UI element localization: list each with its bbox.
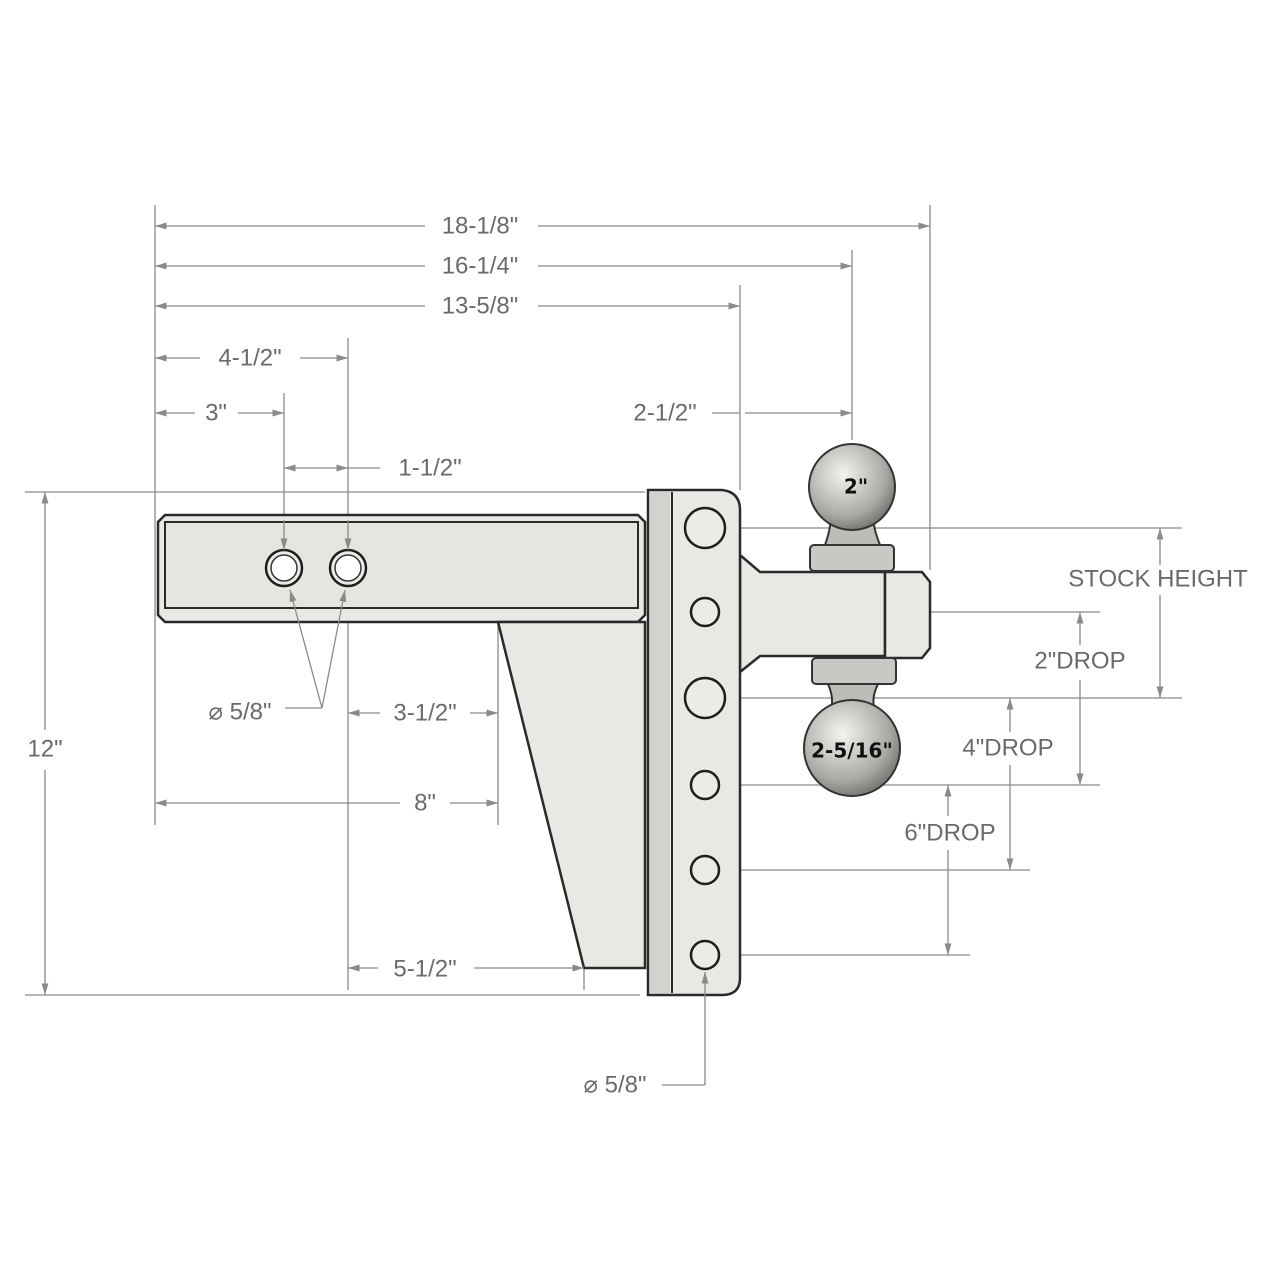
dim-hole-to-gusset: 3-1/2" — [393, 699, 456, 726]
dim-shank-to-gusset: 8" — [414, 789, 436, 816]
dim-hole-spacing: 1-1/2" — [398, 454, 461, 481]
top-ball-size: 2" — [844, 475, 868, 499]
ball-mount — [738, 443, 932, 797]
dim-length-to-plate: 13-5/8" — [442, 292, 519, 319]
dim-drop-4: 4"DROP — [962, 734, 1053, 761]
dim-hole-to-gusset-bottom: 5-1/2" — [393, 955, 456, 982]
dim-overall-height: 12" — [27, 735, 62, 762]
dim-shank-hole-dia: ⌀ 5/8" — [209, 698, 272, 725]
dim-overall-length: 18-1/8" — [442, 212, 519, 239]
dim-first-hole: 3" — [205, 399, 227, 426]
dim-length-to-ball: 16-1/4" — [442, 252, 519, 279]
receiver-shank — [156, 513, 647, 624]
dim-drop-6: 6"DROP — [904, 819, 995, 846]
dim-plate-hole-dia: ⌀ 5/8" — [584, 1071, 647, 1098]
dim-ball-offset: 2-1/2" — [633, 399, 696, 426]
dim-stock-height: STOCK HEIGHT — [1068, 565, 1248, 592]
bottom-ball-size: 2-5/16" — [811, 739, 893, 763]
dim-drop-2: 2"DROP — [1034, 647, 1125, 674]
gusset — [496, 620, 647, 970]
drop-plate — [646, 488, 742, 997]
dimension-lines — [41, 222, 1164, 1086]
dim-second-hole: 4-1/2" — [218, 344, 281, 371]
